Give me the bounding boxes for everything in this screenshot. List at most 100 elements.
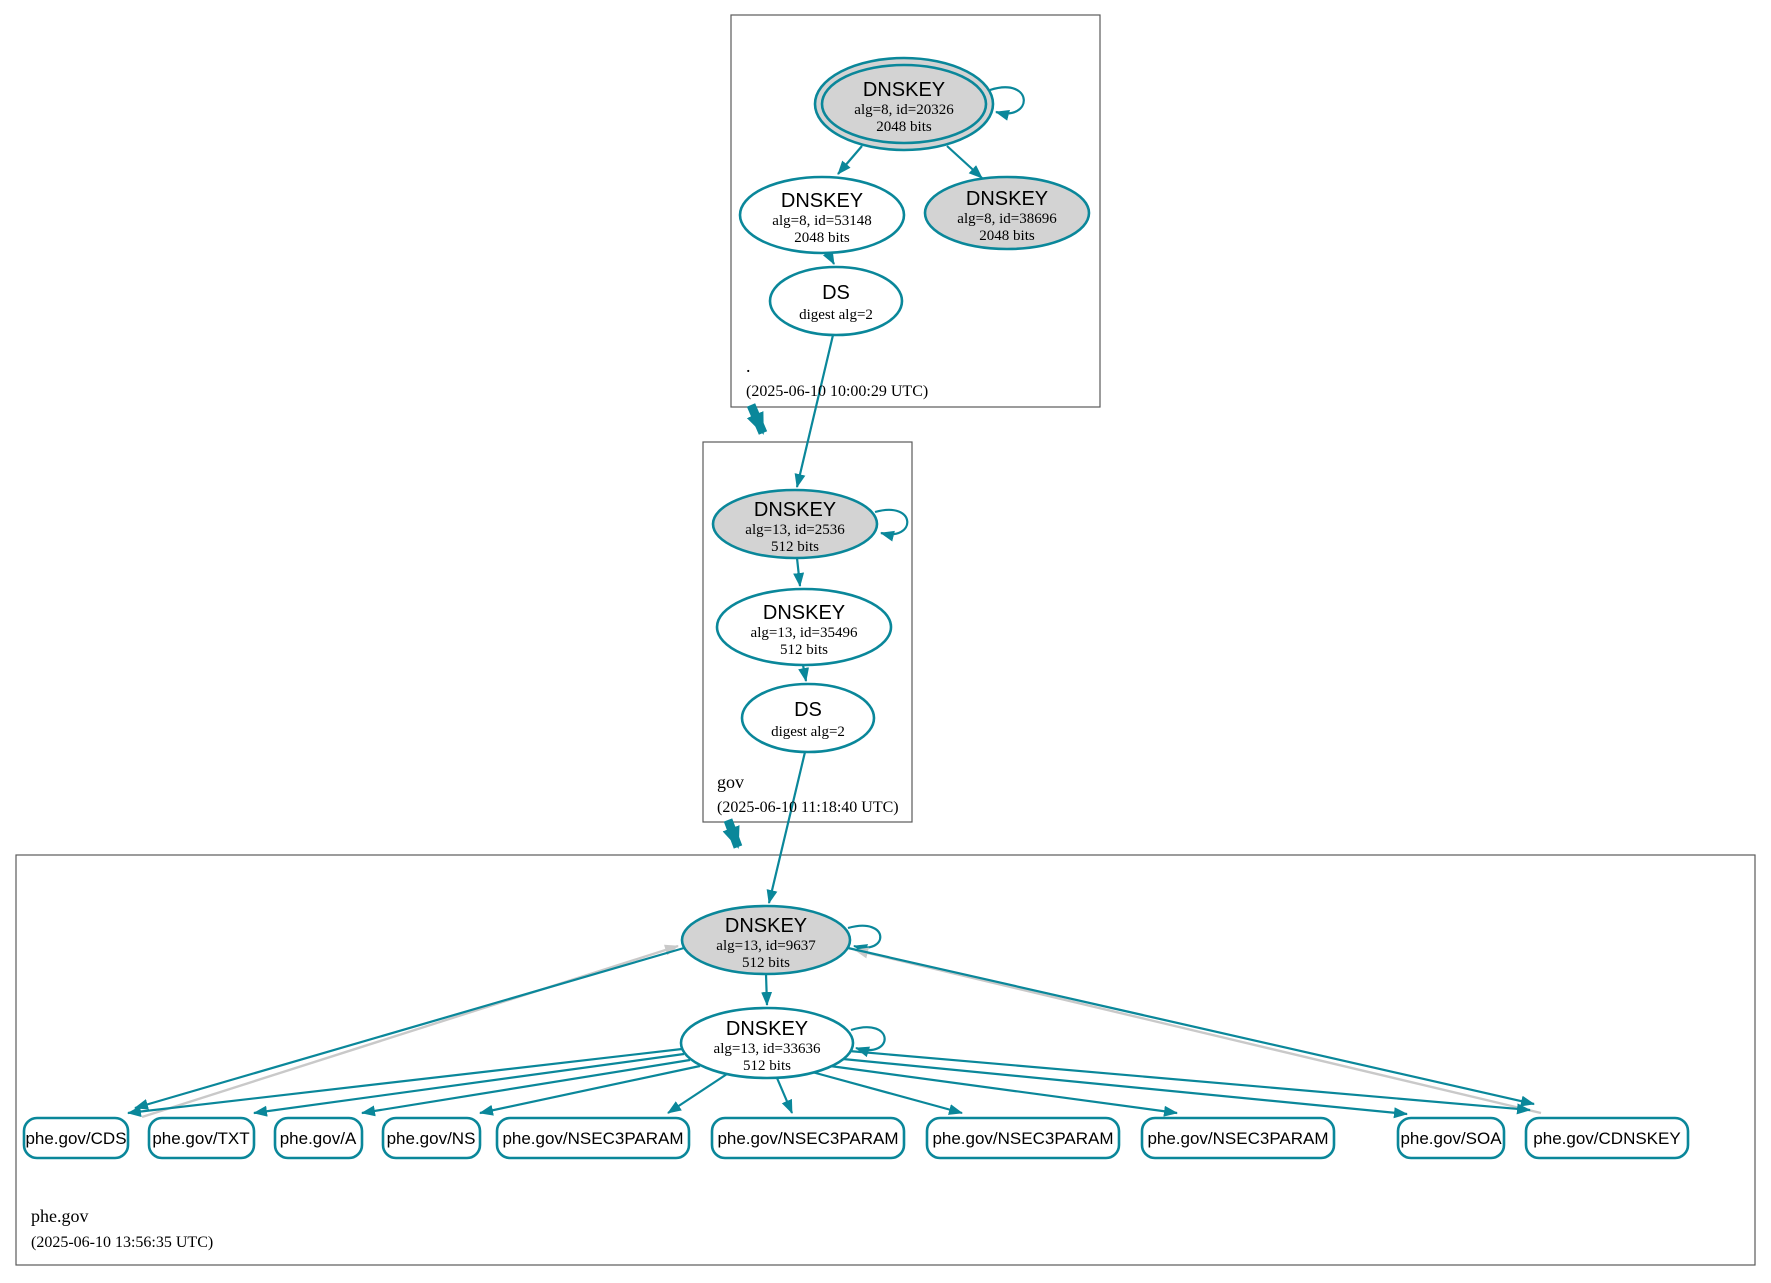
- rrset-node-cdnskey: phe.gov/CDNSKEY: [1524, 1116, 1690, 1160]
- rrset-box-ns: [381, 1116, 482, 1160]
- rrset-box-nsec3param-1: [495, 1116, 691, 1160]
- node-phe-ksk-dnskey-9637: DNSKEY alg=13, id=9637 512 bits: [680, 904, 852, 976]
- edge-phe-ksk-to-cds: [134, 946, 685, 1110]
- gov-zsk-title: DNSKEY: [763, 602, 845, 624]
- rrset-label-txt: phe.gov/TXT: [152, 1129, 249, 1148]
- edge-phe-ksk-to-cdnskey: [847, 946, 1535, 1107]
- gov-zsk-detail: alg=13, id=35496: [751, 625, 858, 641]
- rrset-label-cdnskey: phe.gov/CDNSKEY: [1533, 1129, 1680, 1148]
- rrset-label-cds: phe.gov/CDS: [25, 1129, 126, 1148]
- gov-zsk-ellipse: [715, 587, 893, 667]
- edge-root-ksk-to-zsk: [837, 145, 863, 175]
- edge-phe-zsk-to-nsec3param-4: [829, 1064, 1178, 1117]
- rrset-box-txt: [147, 1116, 256, 1160]
- root-ds-ellipse: [768, 265, 904, 337]
- phe-zsk-ellipse: [679, 1006, 855, 1080]
- rrset-box-cdnskey: [1524, 1116, 1690, 1160]
- rrset-node-nsec3param-1: phe.gov/NSEC3PARAM: [495, 1116, 691, 1160]
- edge-root-ds-to-gov-ksk: [794, 334, 835, 488]
- root-ksk-bits: 2048 bits: [876, 119, 932, 135]
- root-zsk-detail: alg=8, id=53148: [772, 213, 871, 229]
- edge-phe-zsk-to-ns: [479, 1064, 701, 1116]
- phe-ksk-ellipse: [680, 904, 852, 976]
- rrset-node-nsec3param-3: phe.gov/NSEC3PARAM: [925, 1116, 1121, 1160]
- phe-zsk-bits: 512 bits: [743, 1058, 791, 1074]
- rrset-label-soa: phe.gov/SOA: [1400, 1129, 1502, 1148]
- edge-gov-ds-to-phe-ksk: [766, 751, 807, 904]
- zone-label-root: .: [746, 356, 751, 376]
- root-ksk-title: DNSKEY: [863, 79, 945, 101]
- zone-timestamp-phe-gov: (2025-06-10 13:56:35 UTC): [31, 1234, 213, 1251]
- node-root-zsk-dnskey-53148: DNSKEY alg=8, id=53148 2048 bits: [738, 175, 906, 255]
- gov-ksk-ellipse: [711, 488, 879, 560]
- gov-ksk-title: DNSKEY: [754, 499, 836, 521]
- rrset-row: phe.gov/CDS phe.gov/TXT phe.gov/A phe.go…: [22, 1116, 1690, 1160]
- node-root-ds: DS digest alg=2: [768, 265, 904, 337]
- rrset-label-a: phe.gov/A: [280, 1129, 357, 1148]
- gov-ds-ellipse: [740, 682, 876, 754]
- edge-gov-ksk-selfsign: [874, 508, 909, 542]
- rrset-box-cds: [22, 1116, 130, 1160]
- edge-phe-zsk-to-txt: [253, 1052, 685, 1117]
- rrset-label-nsec3param-1: phe.gov/NSEC3PARAM: [502, 1129, 683, 1148]
- node-phe-zsk-dnskey-33636: DNSKEY alg=13, id=33636 512 bits: [679, 1006, 855, 1080]
- rrset-label-nsec3param-4: phe.gov/NSEC3PARAM: [1147, 1129, 1328, 1148]
- root-zsk-title: DNSKEY: [781, 190, 863, 212]
- gov-ksk-detail: alg=13, id=2536: [745, 522, 845, 538]
- root-key2-ellipse: [923, 175, 1091, 251]
- root-ksk-detail: alg=8, id=20326: [854, 102, 954, 118]
- rrset-box-nsec3param-2: [710, 1116, 906, 1160]
- rrset-node-txt: phe.gov/TXT: [147, 1116, 256, 1160]
- edge-phe-zsk-to-nsec3param-2: [775, 1077, 794, 1114]
- edge-root-ksk-selfsign: [989, 86, 1025, 121]
- rrset-label-nsec3param-3: phe.gov/NSEC3PARAM: [932, 1129, 1113, 1148]
- rrset-box-nsec3param-4: [1140, 1116, 1336, 1160]
- zone-timestamp-root: (2025-06-10 10:00:29 UTC): [746, 383, 928, 400]
- root-key2-detail: alg=8, id=38696: [957, 211, 1057, 227]
- root-ds-detail: digest alg=2: [799, 307, 873, 323]
- phe-ksk-bits: 512 bits: [742, 955, 790, 971]
- edge-cds-ref-ksk: [141, 944, 679, 1119]
- edge-phe-zsk-to-soa: [842, 1057, 1408, 1119]
- edge-gov-zsk-to-ds: [798, 664, 810, 682]
- edge-phe-zsk-to-nsec3param-1: [667, 1073, 728, 1114]
- edge-phe-zsk-to-cds: [127, 1047, 683, 1117]
- node-gov-ksk-dnskey-2536: DNSKEY alg=13, id=2536 512 bits: [711, 488, 879, 560]
- edge-root-ksk-to-key2: [946, 145, 983, 179]
- node-root-dnskey-38696: DNSKEY alg=8, id=38696 2048 bits: [923, 175, 1091, 251]
- root-zsk-ellipse: [738, 175, 906, 255]
- zone-timestamp-gov: (2025-06-10 11:18:40 UTC): [717, 799, 899, 816]
- rrset-box-soa: [1396, 1116, 1506, 1160]
- gov-ds-detail: digest alg=2: [771, 724, 845, 740]
- root-ksk-inner-ellipse: [820, 63, 988, 145]
- phe-ksk-title: DNSKEY: [725, 915, 807, 937]
- phe-zsk-title: DNSKEY: [726, 1018, 808, 1040]
- root-key2-bits: 2048 bits: [979, 228, 1035, 244]
- root-ksk-outer-ellipse: [813, 56, 995, 152]
- gov-zsk-bits: 512 bits: [780, 642, 828, 658]
- gov-ds-title: DS: [794, 699, 822, 721]
- node-root-ksk-dnskey-20326: DNSKEY alg=8, id=20326 2048 bits: [813, 56, 995, 152]
- edge-phe-ksk-to-zsk: [761, 973, 773, 1006]
- phe-ksk-detail: alg=13, id=9637: [716, 938, 816, 954]
- zone-label-phe-gov: phe.gov: [31, 1206, 89, 1226]
- rrset-label-nsec3param-2: phe.gov/NSEC3PARAM: [717, 1129, 898, 1148]
- zone-box-phe-gov: [15, 854, 1756, 1266]
- edge-phe-zsk-to-nsec3param-3: [811, 1070, 963, 1115]
- phe-zsk-detail: alg=13, id=33636: [714, 1041, 821, 1057]
- rrset-node-a: phe.gov/A: [273, 1116, 364, 1160]
- rrset-box-a: [273, 1116, 364, 1160]
- edge-gov-ksk-to-zsk: [793, 557, 805, 587]
- root-key2-title: DNSKEY: [966, 188, 1048, 210]
- gov-ksk-bits: 512 bits: [771, 539, 819, 555]
- node-gov-ds: DS digest alg=2: [740, 682, 876, 754]
- edge-delegation-gov-to-phe: [722, 818, 743, 849]
- rrset-node-cds: phe.gov/CDS: [22, 1116, 130, 1160]
- rrset-node-ns: phe.gov/NS: [381, 1116, 482, 1160]
- edge-root-zsk-to-ds: [822, 249, 835, 265]
- rrset-node-nsec3param-4: phe.gov/NSEC3PARAM: [1140, 1116, 1336, 1160]
- zone-label-gov: gov: [717, 772, 744, 792]
- edge-phe-zsk-to-cdnskey: [848, 1049, 1531, 1115]
- root-zsk-bits: 2048 bits: [794, 230, 850, 246]
